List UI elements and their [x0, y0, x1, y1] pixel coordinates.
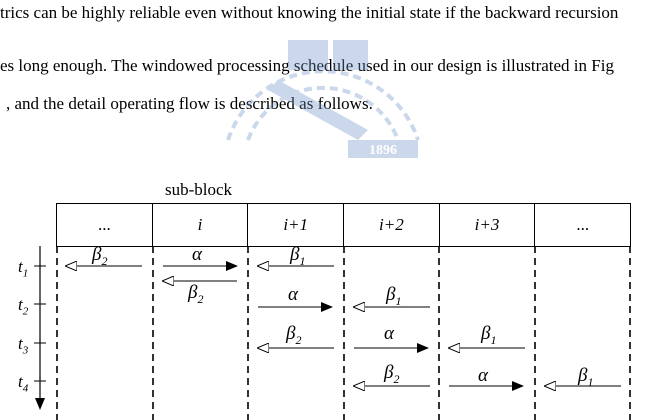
beta1-label: β1	[386, 284, 402, 308]
sub-block-table: ... i i+1 i+2 i+3 ...	[56, 203, 631, 247]
seal-year: 1896	[369, 143, 397, 158]
sub-block-label: sub-block	[165, 180, 233, 199]
beta2-label: β2	[92, 244, 108, 268]
column-separators	[56, 246, 631, 420]
alpha-label: α	[192, 244, 202, 265]
time-label-t2: t2	[18, 295, 29, 318]
beta1-label: β1	[578, 365, 594, 389]
paragraph-line-1: trics can be highly reliable even withou…	[0, 3, 619, 22]
time-label-t4: t4	[18, 372, 29, 395]
time-label-t1: t1	[18, 257, 29, 280]
column-header: ...	[576, 215, 590, 234]
column-header: i+1	[248, 204, 345, 246]
column-header: ...	[57, 204, 153, 246]
alpha-label: α	[384, 323, 394, 344]
column-header: i+3	[440, 204, 536, 246]
alpha-label: α	[288, 284, 298, 305]
column-header: i+2	[344, 204, 440, 246]
beta2-label: β2	[188, 282, 204, 306]
schedule-diagram	[34, 246, 631, 420]
beta2-label: β2	[384, 362, 400, 386]
alpha-label: α	[478, 365, 488, 386]
time-axis-arrowhead	[35, 398, 45, 410]
time-label-t3: t3	[18, 334, 29, 357]
column-header: i	[153, 204, 249, 246]
beta1-label: β1	[481, 323, 497, 347]
university-seal-watermark: 1896	[226, 40, 420, 158]
paragraph-line-3: , and the detail operating flow is descr…	[6, 94, 373, 113]
beta1-label: β1	[290, 244, 306, 268]
paragraph-line-2: es long enough. The windowed processing …	[0, 56, 614, 75]
beta2-label: β2	[286, 323, 302, 347]
